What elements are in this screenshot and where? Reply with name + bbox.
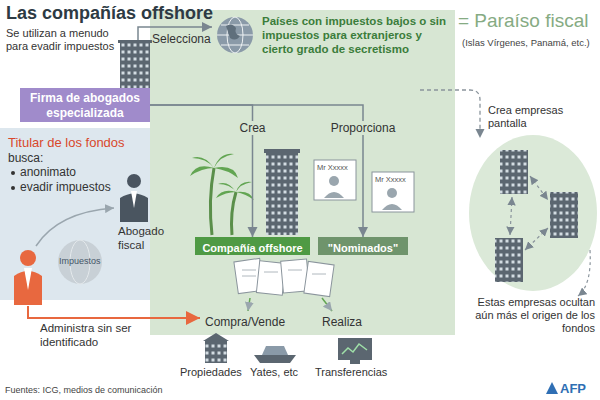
- node-text: evadir impuestos: [8, 180, 142, 195]
- property-icon: [203, 333, 229, 363]
- icon-label: Propiedades: [180, 366, 242, 379]
- nominee-cards: [314, 160, 414, 212]
- nominee-cards: [372, 172, 414, 212]
- globe-icon: [217, 25, 253, 45]
- yacht-icon: [254, 346, 296, 363]
- screen-icon: [342, 344, 367, 354]
- card-name: Mr Xxxxx: [375, 175, 406, 184]
- shell-links: [530, 176, 548, 200]
- tax-globe: [58, 240, 102, 284]
- lawyer-label: Abogado fiscal: [118, 225, 168, 253]
- action-label: Compra/Vende: [205, 315, 285, 329]
- palm-trees: [190, 154, 254, 235]
- action-label: Crea empresas pantalla: [488, 104, 588, 130]
- globe-icon: [226, 24, 240, 39]
- action-label: Realiza: [322, 315, 362, 329]
- firm-building: [120, 42, 150, 88]
- action-label: Selecciona: [152, 32, 211, 46]
- property-icon: [205, 340, 227, 363]
- shell-links: [578, 250, 590, 296]
- note: Estas empresas ocultan aún más el origen…: [470, 296, 595, 336]
- offshore-band: Compañía offshore: [195, 237, 310, 255]
- haven-examples: (Islas Vírgenes, Panamá, etc.): [462, 37, 590, 48]
- firm-building: [118, 40, 152, 88]
- owner-figure: [20, 250, 36, 266]
- nominee-cards: [387, 188, 397, 198]
- nominee-cards: [382, 204, 402, 210]
- caption: Fuentes: ICG, medios de comunicación: [5, 385, 163, 396]
- shell-area: [469, 135, 597, 291]
- palm-trees: [190, 154, 238, 178]
- nominee-cards: [314, 160, 356, 200]
- palm-trees: [232, 192, 237, 235]
- node-text: Compañía offshore: [202, 242, 302, 255]
- node-text: "Nominados": [328, 242, 398, 255]
- afp-mark: [546, 382, 558, 394]
- documents: [304, 261, 334, 296]
- node-text: Firma de abogados especializada: [28, 91, 142, 120]
- owner-figure: [24, 268, 32, 290]
- documents: [242, 270, 326, 276]
- shell-links: [510, 197, 512, 235]
- shell-buildings: [550, 192, 578, 238]
- nominee-cards: [329, 176, 339, 186]
- screen-icon: [350, 360, 360, 364]
- card-name: Mr Xxxxx: [317, 163, 348, 172]
- globe-icon: [217, 17, 253, 53]
- node-text: Países con impuestos bajos o sin impuest…: [262, 14, 449, 56]
- node-text: Titular de los fondos: [8, 135, 142, 151]
- property-icon: [203, 333, 229, 341]
- subtitle: Se utilizan a menudo para evadir impuest…: [6, 27, 118, 53]
- icon-label: Transferencias: [315, 366, 387, 379]
- lawyer-figure: [131, 191, 137, 208]
- node-text: busca:: [8, 151, 142, 166]
- law-firm-band: Firma de abogados especializada: [20, 88, 150, 122]
- office-building: [266, 152, 298, 235]
- shell-links: [510, 176, 590, 296]
- screen-icon: [338, 338, 372, 360]
- nominee-cards: [324, 192, 344, 198]
- icon-label: Yates, etc: [250, 366, 298, 379]
- owner-figure: [14, 250, 42, 305]
- edge-label: Crea: [237, 121, 267, 135]
- office-building: [264, 149, 300, 235]
- screen-icon: [338, 338, 372, 364]
- tax-globe: [58, 240, 102, 284]
- action-label: Administra sin ser identificado: [40, 322, 190, 350]
- yacht-icon: [262, 346, 288, 355]
- globe-text: Impuestos: [59, 256, 101, 267]
- shell-buildings: [495, 150, 578, 282]
- nominee-band: "Nominados": [318, 237, 408, 255]
- office-building: [264, 149, 300, 153]
- edge-label: Proporciona: [329, 121, 398, 135]
- shell-create-arrow: [420, 90, 480, 138]
- lawyer-figure: [127, 174, 141, 188]
- palm-trees: [210, 168, 214, 235]
- firm-building: [118, 40, 152, 43]
- shell-buildings: [495, 238, 523, 282]
- shell-buildings: [500, 150, 528, 194]
- yacht-icon: [254, 355, 296, 363]
- shell-area: [469, 135, 597, 291]
- haven-heading: = Paraíso fiscal: [458, 10, 588, 33]
- administer-arrow: [28, 306, 200, 318]
- node-text: anonimato: [8, 165, 142, 180]
- owner-to-lawyer-arrow: [36, 208, 114, 246]
- title: Las compañías offshore: [6, 3, 213, 25]
- shell-links: [525, 228, 548, 250]
- buy-arrow: [248, 298, 250, 311]
- documents: [234, 258, 334, 296]
- lawyer-figure: [120, 174, 148, 222]
- source-logo: AFP: [560, 381, 586, 397]
- palm-trees: [216, 182, 254, 200]
- afp-mark: [546, 382, 558, 394]
- make-arrow: [322, 298, 332, 311]
- globe-icon: [217, 17, 253, 53]
